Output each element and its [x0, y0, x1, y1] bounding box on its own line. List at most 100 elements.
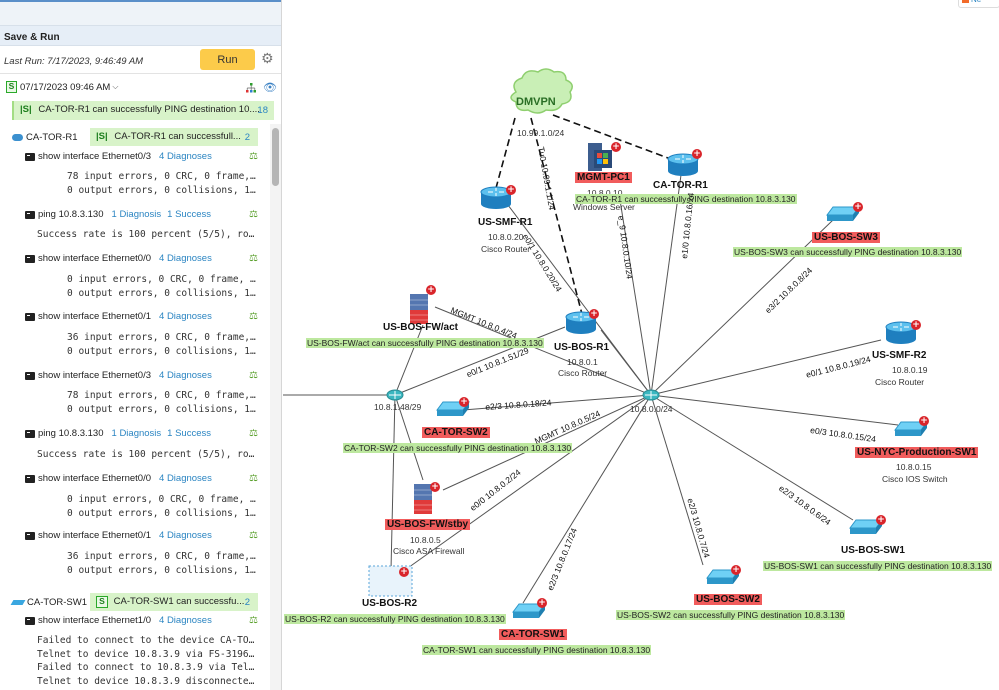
- diagnoses-link[interactable]: 4 Diagnoses: [159, 370, 212, 381]
- run-button[interactable]: Run: [200, 49, 255, 70]
- device-header-ca-tor-r1[interactable]: CA-TOR-R1: [12, 132, 78, 143]
- command-text: show interface Ethernet0/1: [38, 311, 152, 322]
- command-row[interactable]: show interface Ethernet0/3 4 Diagnoses: [25, 151, 212, 162]
- alert-plus-icon[interactable]: +: [611, 142, 621, 152]
- run-summary-row[interactable]: |S| CA-TOR-R1 can successfully PING dest…: [12, 101, 274, 120]
- eye-icon[interactable]: 👁: [263, 82, 277, 94]
- command-row[interactable]: show interface Ethernet0/0 4 Diagnoses: [25, 253, 212, 264]
- terminal-icon: [25, 210, 35, 219]
- node-name[interactable]: US-BOS-R1: [554, 342, 610, 353]
- node-name[interactable]: CA-TOR-SW1: [499, 629, 567, 640]
- node-name[interactable]: US-BOS-SW1: [841, 545, 905, 556]
- scrollbar-thumb[interactable]: [272, 128, 279, 186]
- scale-icon[interactable]: ⚖: [249, 311, 258, 322]
- alert-plus-icon[interactable]: +: [853, 202, 863, 212]
- hub-icon: [386, 389, 404, 401]
- link: [404, 394, 652, 571]
- alert-plus-icon[interactable]: +: [430, 482, 440, 492]
- node-name[interactable]: US-SMF-R2: [872, 350, 927, 361]
- device-summary-text: CA-TOR-R1 can successfull...: [114, 131, 241, 142]
- device-summary-count: 2: [244, 132, 250, 143]
- ping-result: CA-TOR-R1 can successfully PING destinat…: [575, 194, 797, 204]
- run-timestamp: 07/17/2023 09:46 AM: [20, 81, 111, 93]
- device-header-ca-tor-sw1[interactable]: CA-TOR-SW1: [10, 597, 87, 608]
- command-text: show interface Ethernet1/0: [38, 615, 152, 626]
- node-type: Cisco Router: [875, 377, 925, 387]
- node-name[interactable]: US-NYC-Production-SW1: [855, 447, 979, 458]
- command-row[interactable]: show interface Ethernet0/0 4 Diagnoses: [25, 473, 212, 484]
- scale-icon[interactable]: ⚖: [249, 253, 258, 264]
- diagnoses-link[interactable]: 4 Diagnoses: [159, 473, 212, 484]
- diagnoses-link[interactable]: 4 Diagnoses: [159, 311, 212, 322]
- alert-plus-icon[interactable]: +: [399, 567, 409, 577]
- diagnosis-link[interactable]: 1 Diagnosis: [111, 209, 162, 220]
- bell-icon: [962, 0, 969, 3]
- diagnoses-link[interactable]: 4 Diagnoses: [159, 151, 212, 162]
- device-summary-count: 2: [244, 597, 250, 608]
- alert-plus-icon[interactable]: +: [459, 397, 469, 407]
- success-link[interactable]: 1 Success: [167, 209, 211, 220]
- scale-icon[interactable]: ⚖: [249, 530, 258, 541]
- scale-icon[interactable]: ⚖: [249, 209, 258, 220]
- alert-plus-icon[interactable]: +: [506, 185, 516, 195]
- node-name[interactable]: US-BOS-SW2: [694, 594, 762, 605]
- alert-plus-icon[interactable]: +: [919, 416, 929, 426]
- link: [650, 339, 882, 396]
- diagnoses-link[interactable]: 4 Diagnoses: [159, 530, 212, 541]
- command-text: ping 10.8.3.130: [38, 428, 104, 439]
- scale-icon[interactable]: ⚖: [249, 370, 258, 381]
- node-name[interactable]: MGMT-PC1: [575, 172, 632, 183]
- node-ip: 10.8.0.19: [892, 365, 928, 375]
- node-name[interactable]: CA-TOR-R1: [653, 180, 708, 191]
- alert-plus-icon[interactable]: +: [589, 309, 599, 319]
- alert-plus-icon[interactable]: +: [692, 149, 702, 159]
- command-row[interactable]: ping 10.8.3.130 1 Diagnosis 1 Success: [25, 428, 211, 439]
- device-summary[interactable]: S CA-TOR-SW1 can successfu... 2: [90, 593, 258, 611]
- topology-icon[interactable]: [246, 83, 256, 93]
- notification-label: Ne: [971, 0, 981, 4]
- ping-result: US-BOS-SW2 can successfully PING destina…: [616, 610, 846, 620]
- diagnoses-link[interactable]: 4 Diagnoses: [159, 615, 212, 626]
- diagnosis-link[interactable]: 1 Diagnosis: [111, 428, 162, 439]
- notification-button[interactable]: Ne: [958, 0, 999, 8]
- terminal-icon: [25, 152, 35, 161]
- node-name[interactable]: US-BOS-R2: [362, 598, 418, 609]
- scale-icon[interactable]: ⚖: [249, 473, 258, 484]
- device-summary[interactable]: |S| CA-TOR-R1 can successfull... 2: [90, 128, 258, 146]
- topology-map[interactable]: ++++++++++++++ DMVPN 10.99.1.0/24 10.8.0…: [283, 0, 999, 690]
- alert-plus-icon[interactable]: +: [537, 598, 547, 608]
- alert-plus-icon[interactable]: +: [731, 565, 741, 575]
- terminal-icon: [25, 312, 35, 321]
- alert-plus-icon[interactable]: +: [426, 285, 436, 295]
- hub-subnet: 10.8.0.0/24: [630, 404, 673, 414]
- node-name[interactable]: US-SMF-R1: [478, 217, 533, 228]
- success-link[interactable]: 1 Success: [167, 428, 211, 439]
- cloud-icon: [510, 68, 573, 114]
- device-summary-text: CA-TOR-SW1 can successfu...: [113, 596, 245, 607]
- scale-icon[interactable]: ⚖: [249, 615, 258, 626]
- alert-plus-icon[interactable]: +: [876, 515, 886, 525]
- results-scrollbar[interactable]: [270, 124, 281, 690]
- command-output: 36 input errors, 0 CRC, 0 frame,…0 outpu…: [67, 551, 256, 576]
- command-row[interactable]: show interface Ethernet0/1 4 Diagnoses: [25, 311, 212, 322]
- alert-plus-icon[interactable]: +: [911, 320, 921, 330]
- scale-icon[interactable]: ⚖: [249, 151, 258, 162]
- node-name[interactable]: CA-TOR-SW2: [422, 427, 490, 438]
- run-history-selector[interactable]: S 07/17/2023 09:46 AM ⌵: [6, 81, 118, 93]
- command-row[interactable]: show interface Ethernet1/0 4 Diagnoses: [25, 615, 212, 626]
- node-name[interactable]: US-BOS-SW3: [812, 232, 880, 243]
- scale-icon[interactable]: ⚖: [249, 428, 258, 439]
- command-row[interactable]: show interface Ethernet0/3 4 Diagnoses: [25, 370, 212, 381]
- node-name[interactable]: US-BOS-FW/stby: [385, 519, 471, 530]
- results-list[interactable]: CA-TOR-R1 |S| CA-TOR-R1 can successfull.…: [0, 124, 270, 690]
- command-row[interactable]: ping 10.8.3.130 1 Diagnosis 1 Success: [25, 209, 211, 220]
- gear-icon[interactable]: ⚙: [261, 50, 274, 66]
- terminal-icon: [25, 616, 35, 625]
- link: [442, 394, 652, 491]
- dmvpn-link: [530, 117, 584, 319]
- switch-icon: [512, 603, 546, 618]
- ping-result: US-BOS-FW/act can successfully PING dest…: [306, 338, 544, 348]
- diagnoses-link[interactable]: 4 Diagnoses: [159, 253, 212, 264]
- command-row[interactable]: show interface Ethernet0/1 4 Diagnoses: [25, 530, 212, 541]
- node-name[interactable]: US-BOS-FW/act: [383, 322, 458, 333]
